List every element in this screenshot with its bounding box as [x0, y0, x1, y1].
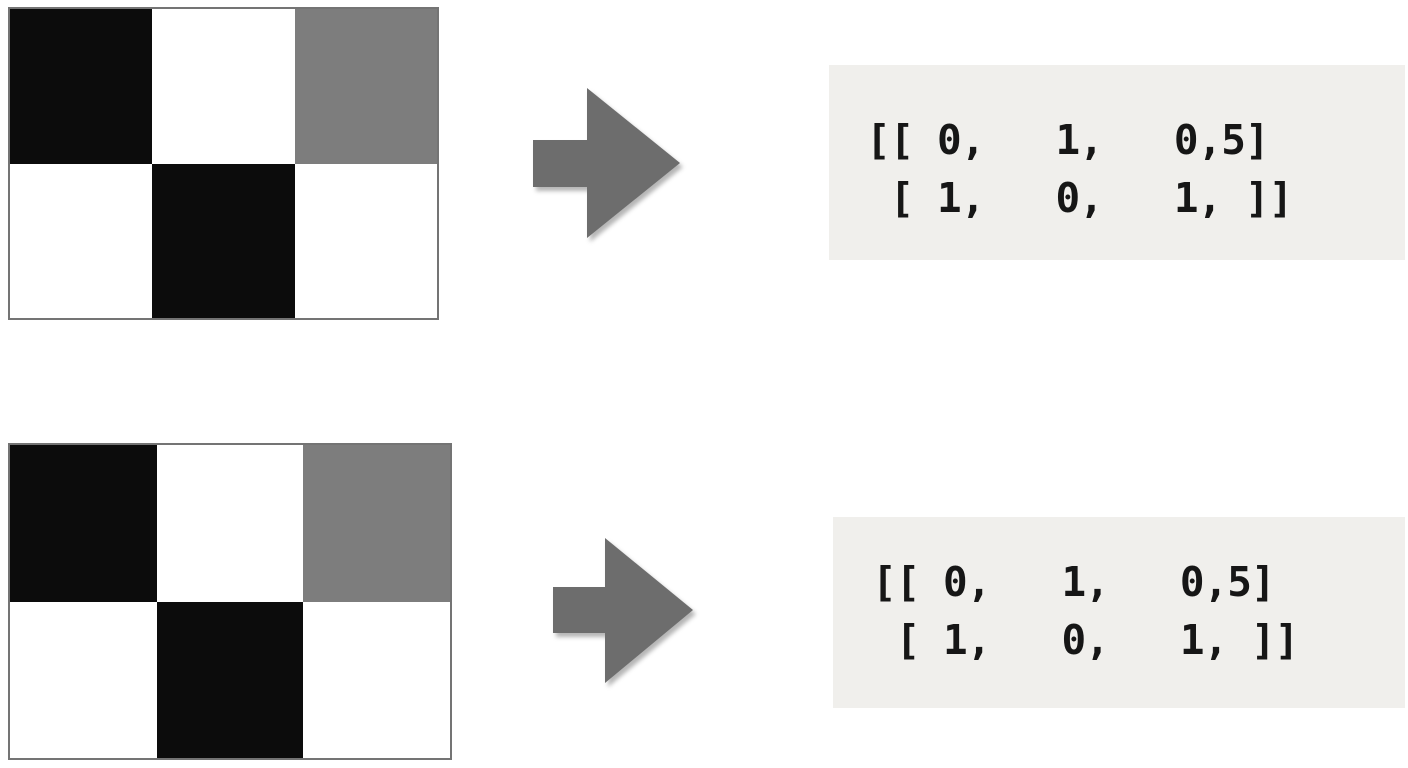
right-arrow-icon [533, 88, 680, 238]
matrix-line: [ 1, 0, 1, ]] [872, 616, 1300, 664]
pixel-cell-white [152, 9, 295, 164]
pixel-grid-bottom [8, 443, 452, 760]
matrix-panel-top: [[ 0, 1, 0,5] [ 1, 0, 1, ]] [829, 65, 1405, 260]
right-arrow-icon [553, 538, 693, 683]
pixel-cell-black [10, 445, 157, 602]
pixel-cell-white [294, 163, 437, 318]
pixel-cell-white [303, 601, 450, 758]
pixel-grid-top [8, 7, 439, 320]
pixel-cell-white [10, 163, 153, 318]
pixel-cell-black [156, 601, 304, 758]
matrix-line: [ 1, 0, 1, ]] [866, 174, 1294, 222]
pixel-cell-black [152, 163, 295, 318]
pixel-cell-white [10, 601, 157, 758]
pixel-cell-gray [303, 445, 450, 602]
matrix-line: [[ 0, 1, 0,5] [872, 558, 1276, 606]
pixel-cell-black [10, 9, 153, 164]
pixel-cell-gray [294, 9, 437, 164]
pixel-cell-white [156, 445, 304, 602]
matrix-line: [[ 0, 1, 0,5] [866, 116, 1270, 164]
matrix-panel-bottom: [[ 0, 1, 0,5] [ 1, 0, 1, ]] [833, 517, 1405, 708]
